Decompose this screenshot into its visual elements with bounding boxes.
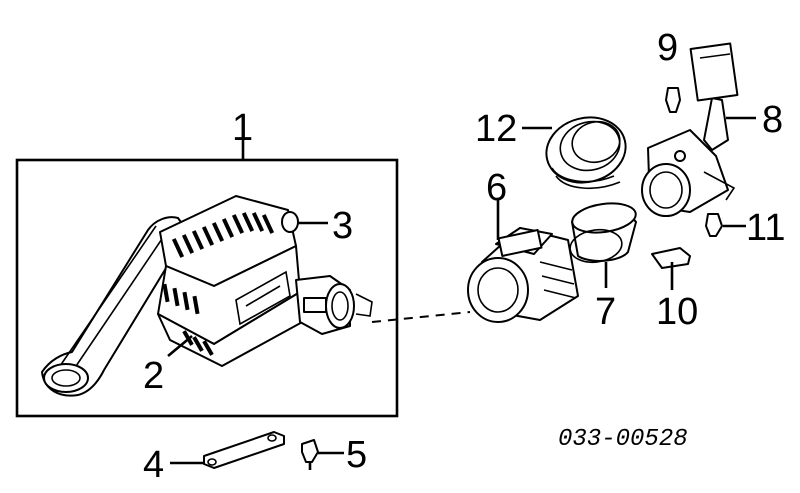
bolt-part: 9	[657, 27, 681, 113]
sensor-plug-part: 11	[705, 207, 785, 249]
air-cleaner-box	[157, 195, 373, 367]
callout-11: 11	[746, 207, 785, 249]
intake-duct	[41, 216, 189, 397]
throttle-housing-part: 8	[641, 42, 783, 217]
callout-4: 4	[143, 444, 164, 486]
bracket-part: 10	[651, 247, 698, 333]
callout-12: 12	[475, 108, 517, 150]
callout-9: 9	[657, 27, 678, 69]
callout-5: 5	[346, 434, 367, 476]
assembly-frame	[15, 158, 399, 418]
sleeve-part: 7	[569, 202, 637, 333]
connection-dashed-line	[371, 311, 471, 323]
air-cleaner-assembly-group: 1	[15, 107, 399, 418]
mass-air-flow-sensor: 6	[467, 167, 579, 323]
callout-8: 8	[762, 99, 783, 141]
strap-part: 4	[143, 431, 285, 486]
callout-2: 2	[143, 355, 164, 397]
diagram-part-code: 033-00528	[558, 426, 688, 453]
callout-6: 6	[486, 167, 507, 209]
callout-1: 1	[232, 107, 253, 149]
clip-part: 5	[301, 434, 367, 476]
callout-7: 7	[595, 291, 616, 333]
callout-10: 10	[656, 291, 698, 333]
callout-3: 3	[332, 205, 353, 247]
rubber-boot-part: 12	[475, 108, 627, 190]
